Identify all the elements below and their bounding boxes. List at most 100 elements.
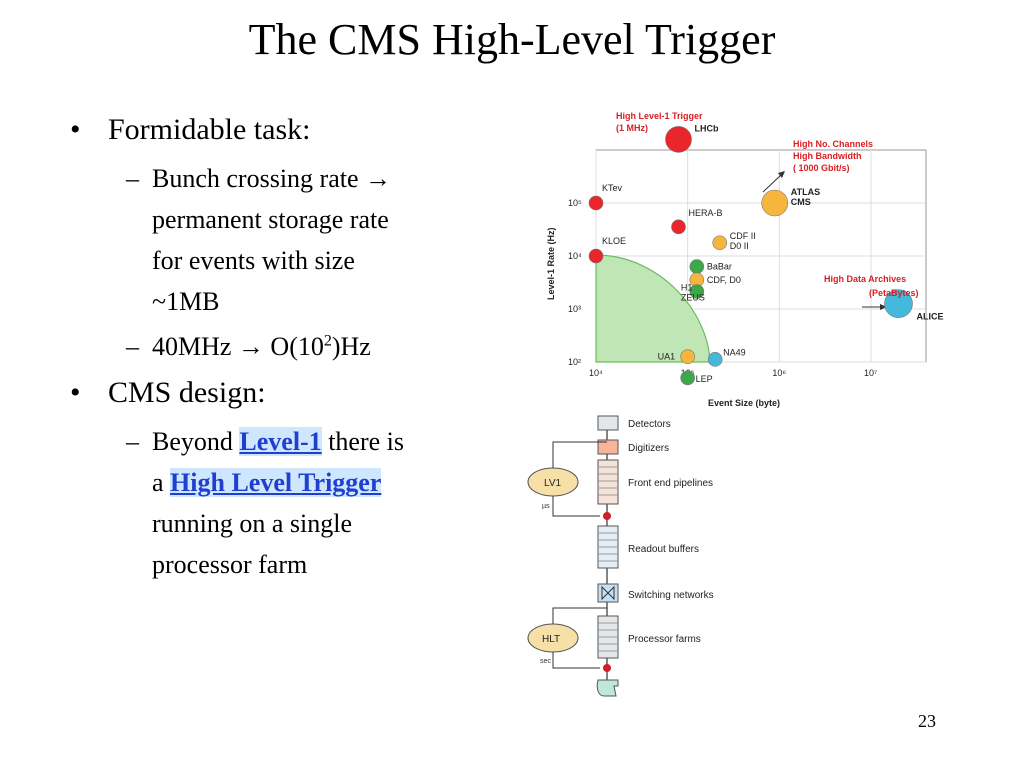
data-point: [689, 259, 705, 274]
storage-icon: [596, 679, 619, 697]
point-label: BaBar: [707, 262, 732, 272]
level-1-link[interactable]: Level-1: [239, 427, 322, 456]
lv1-arrow-in: [552, 441, 607, 468]
stage-digitizers: Digitizers: [628, 443, 669, 454]
point-label: ALICE: [917, 312, 944, 322]
lv1-unit: µs: [542, 503, 550, 510]
x-tick-label: 10⁷: [864, 368, 877, 378]
bullet-text: CMS design:: [108, 376, 266, 409]
data-point: [680, 349, 695, 365]
line: for events with size: [152, 246, 355, 275]
slide-title: The CMS High-Level Trigger: [248, 15, 776, 64]
hlt-arrow-in: [552, 607, 607, 624]
data-point: [588, 195, 604, 211]
line: permanent storage rate: [152, 205, 389, 234]
line: Bunch crossing rate →: [152, 164, 392, 193]
stage-detectors: Detectors: [628, 419, 671, 430]
y-tick-label: 10⁴: [568, 251, 582, 261]
point-label: LHCb: [695, 123, 719, 133]
data-point: [689, 284, 705, 299]
arrow-atlas: [762, 173, 783, 193]
lv1-arrow-out: [552, 496, 600, 517]
x-tick-label: 10⁶: [772, 368, 786, 378]
text: Beyond: [152, 427, 240, 456]
text: a: [152, 468, 171, 497]
sub-bullet-rate: – Bunch crossing rate → permanent storag…: [70, 158, 500, 322]
annotation-channels-2: High Bandwidth: [793, 151, 862, 161]
data-point: [761, 189, 789, 217]
farm-stack: [597, 615, 619, 659]
stage-front-end: Front end pipelines: [628, 478, 713, 489]
data-point: [588, 248, 604, 264]
bullet-dot: •: [70, 113, 81, 146]
annotation-channels-3: ( 1000 Gbit/s): [793, 163, 850, 173]
y-axis-label: Level-1 Rate (Hz): [546, 227, 556, 300]
point-label: CDF, D0: [707, 275, 741, 285]
stage-processor-farms: Processor farms: [628, 634, 701, 645]
hlt-label: HLT: [542, 634, 560, 645]
node-lv1: [603, 512, 611, 520]
detectors-box: [597, 415, 619, 431]
data-point: [665, 126, 692, 153]
point-label: CDF II: [730, 231, 756, 241]
daq-flow-diagram: Detectors Digitizers Front end pipelines…: [527, 415, 714, 697]
bullet-text: Formidable task:: [108, 113, 311, 146]
x-tick-label: 10⁴: [589, 368, 603, 378]
point-label: CMS: [791, 197, 811, 207]
point-label: D0 II: [730, 241, 749, 251]
point-label: KLOE: [602, 236, 626, 246]
bullet-cms-design: • CMS design:: [70, 375, 500, 411]
annotation-lv1-1: High Level-1 Trigger: [616, 111, 703, 121]
point-label: KTev: [602, 183, 623, 193]
line: running on a single: [152, 509, 353, 538]
data-point: [707, 352, 723, 367]
y-tick-label: 10³: [568, 304, 581, 314]
switch-icon: [601, 585, 615, 601]
dash: –: [126, 332, 139, 361]
data-point: [884, 289, 913, 318]
sub-bullet-40mhz: – 40MHz → O(102)Hz: [70, 326, 500, 367]
superscript: 2: [323, 332, 332, 350]
lv1-label: LV1: [544, 478, 561, 489]
high-level-trigger-link[interactable]: High Level Trigger: [170, 468, 382, 497]
x-ticks: 10⁴10⁵10⁶10⁷: [589, 368, 877, 378]
point-label: UA1: [658, 352, 676, 362]
point-label: H1: [681, 283, 693, 293]
bullet-formidable-task: • Formidable task:: [70, 112, 500, 148]
x-axis-label: Event Size (byte): [708, 398, 780, 408]
text: 40MHz → O(10: [152, 332, 324, 361]
text: )Hz: [331, 332, 371, 361]
stage-readout: Readout buffers: [628, 544, 699, 555]
point-label: LEP: [696, 374, 713, 384]
digitizers-box: [597, 439, 619, 455]
point-label: ATLAS: [791, 187, 820, 197]
hlt-unit: sec: [540, 658, 551, 665]
annotation-channels-1: High No. Channels: [793, 139, 873, 149]
point-label: NA49: [723, 347, 746, 357]
point-label: HERA-B: [689, 208, 723, 218]
stage-switching: Switching networks: [628, 590, 714, 601]
data-point: [680, 370, 695, 386]
dash: –: [126, 164, 139, 193]
line: a High Level Trigger: [152, 462, 500, 503]
data-point: [671, 219, 686, 235]
bullet-list: • Formidable task: – Bunch crossing rate…: [70, 112, 500, 589]
line: ~1MB: [152, 287, 220, 316]
data-point: [712, 235, 728, 251]
point-label: ZEUS: [681, 293, 705, 303]
line: Beyond Level-1 there is: [152, 421, 500, 462]
text: there is: [321, 427, 405, 456]
annotation-archives-1: High Data Archives: [824, 274, 906, 284]
hlt-arrow-out: [552, 652, 600, 669]
annotation-archives-2: (PetaBytes): [869, 288, 919, 298]
arrow-head: [778, 171, 785, 178]
bullet-dot: •: [70, 376, 81, 409]
annotation-lv1-2: (1 MHz): [616, 123, 648, 133]
pipeline-stack: [597, 459, 619, 505]
node-hlt: [603, 664, 611, 672]
y-tick-label: 10⁵: [568, 198, 582, 208]
readout-stack: [597, 525, 619, 569]
